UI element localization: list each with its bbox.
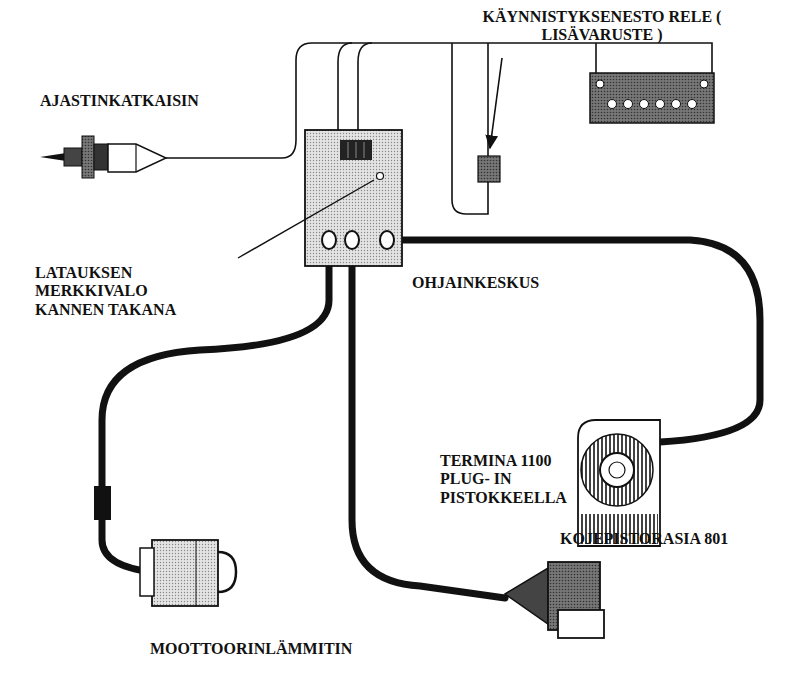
thin-wires <box>166 43 712 214</box>
part-label: KÄYNNISTYKSENESTO RELE ( LISÄVARUSTE ) <box>432 8 772 45</box>
relay <box>478 156 500 182</box>
control-box <box>305 130 402 266</box>
timer-switch <box>40 136 166 178</box>
part-label: MOOTTOORINLÄMMITIN <box>150 640 352 658</box>
fan-heater <box>578 420 660 546</box>
leader-line <box>238 180 374 258</box>
part-label: OHJAINKESKUS <box>412 274 539 292</box>
terminal-block <box>590 73 714 123</box>
part-label: KOJEPISTORASIA 801 <box>560 530 728 548</box>
engine-heater <box>140 540 236 606</box>
cable-sleeve <box>94 486 111 520</box>
part-label: AJASTINKATKAISIN <box>40 92 199 110</box>
part-label: LATAUKSEN MERKKIVALO KANNEN TAKANA <box>35 264 200 319</box>
socket-801 <box>505 562 604 638</box>
part-label: TERMINA 1100 PLUG- IN PISTOKKEELLA <box>440 452 572 507</box>
leader-line <box>490 58 502 148</box>
